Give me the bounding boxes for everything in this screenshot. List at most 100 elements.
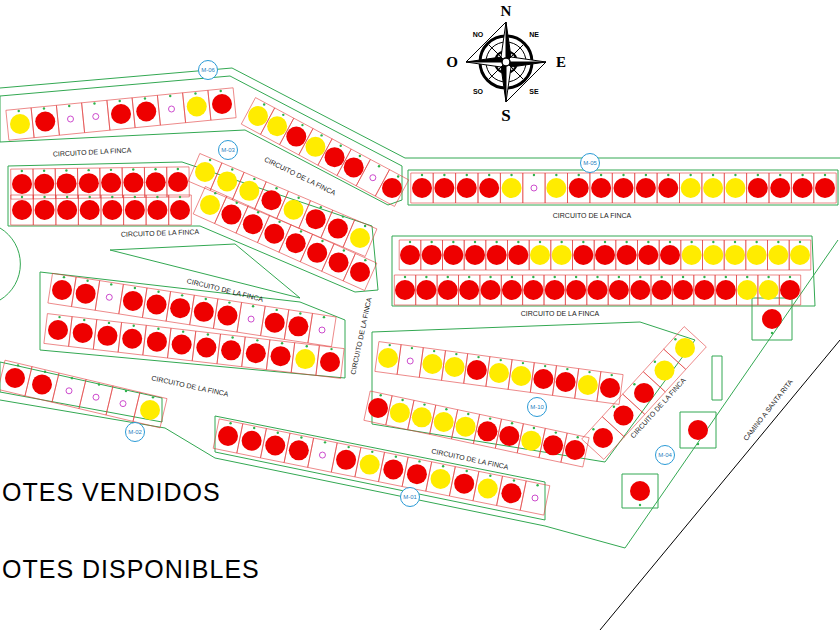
sold-lot [34,174,54,194]
sold-lot [125,200,145,220]
available-lot [422,354,442,374]
lot-outline [100,168,123,198]
available-lot [478,478,498,498]
lot-marker [370,175,376,181]
lot-outline [167,167,190,197]
available-lot [187,97,207,117]
lot-marker [343,249,345,251]
callout-number: M-04 [658,452,672,458]
lot-marker [401,399,403,401]
lot-marker [511,422,513,424]
sold-lot [329,252,349,272]
lot-marker [799,241,801,243]
lot-marker [777,241,779,243]
sold-lot [569,178,589,198]
sold-lot [688,420,708,440]
lot-marker [43,107,45,109]
sold-lot [407,464,427,484]
available-lot [747,245,767,265]
lot-marker [554,276,556,278]
lot-outline [242,337,270,370]
lot-outline [553,366,579,399]
callout-circle: M-04 [655,445,675,465]
lot-marker [430,241,432,243]
sold-lot [533,369,553,389]
lot-outline [651,275,672,305]
green-island [110,244,300,298]
lot-marker [71,377,73,379]
sold-lot [780,280,800,300]
sold-lot [422,245,442,265]
lot-outline [343,254,377,291]
sold-lot [344,157,364,177]
sold-lot [76,284,96,304]
lot-marker [442,465,444,467]
lot-marker [44,371,46,373]
compass-star [501,62,506,102]
lot-marker [488,174,490,176]
lot-marker [252,305,254,307]
lot-marker [578,174,580,176]
lot-outline [638,240,660,270]
lot-outline [486,357,512,390]
lot-marker [125,390,127,392]
lot-marker [633,383,635,385]
lot-marker [157,290,159,292]
lot-marker [522,362,524,364]
lot-outline [520,481,550,515]
lot-outline [78,195,101,225]
sold-lot [328,219,348,239]
sold-lot [168,172,188,192]
block-outline [392,236,815,306]
lot-marker [65,169,67,171]
block-outline [215,416,545,520]
lot-marker [111,196,113,198]
sold-lot [286,127,306,147]
sold-lot [565,440,585,460]
sold-lot [325,147,345,167]
lot-marker [409,241,411,243]
lot-marker [364,259,366,261]
available-lot [489,363,509,383]
lot-outline [183,90,211,122]
lot-outline [416,275,437,305]
lot-outline [331,443,361,477]
lot-outline [210,163,244,200]
sold-lot [566,280,586,300]
lot-marker [297,197,299,199]
available-lot [737,280,757,300]
sold-lot [438,280,458,300]
lot-marker [725,276,727,278]
lot-outline [530,363,556,396]
lot-marker [703,276,705,278]
lot-outline [279,225,313,262]
callout-number: M-02 [128,429,142,435]
compass-rose [466,22,546,102]
lot-outline [464,240,486,270]
sold-lot [593,428,613,448]
available-lot [200,195,220,215]
available-lot [759,280,779,300]
lot-marker [712,241,714,243]
sold-lot [609,280,629,300]
lot-marker [133,325,135,327]
lots [0,88,836,515]
available-lot [456,417,476,437]
sold-lot [477,421,497,441]
lot-outline [82,100,110,132]
compass-star [489,45,523,79]
sold-lot [147,200,167,220]
lot-marker [93,394,99,400]
lot-marker [824,174,826,176]
lot-outline [397,345,423,378]
lot-marker [181,294,183,296]
lot-outline [72,277,100,310]
lot-marker [801,174,803,176]
lot-marker [443,174,445,176]
lot-outline [497,476,527,510]
lot-marker [533,427,535,429]
lot-outline [590,173,612,203]
sold-lot [617,245,637,265]
lot-marker [182,330,184,332]
lot-outline [737,275,758,305]
